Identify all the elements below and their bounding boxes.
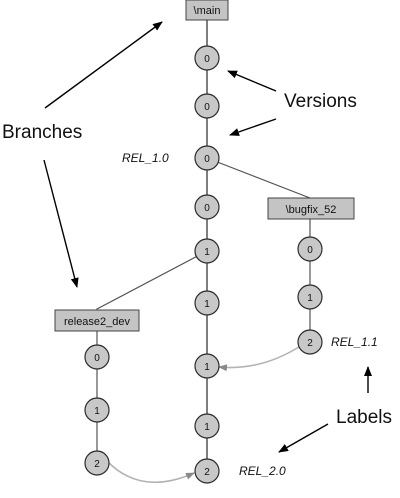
version-number: 1 bbox=[94, 406, 100, 417]
version-number: 0 bbox=[204, 102, 210, 113]
label-rel-1-1: REL_1.1 bbox=[331, 335, 378, 349]
branch-label-main: \main bbox=[194, 5, 221, 17]
branches-arrow-to-release bbox=[43, 159, 79, 288]
release-version-node: 1 bbox=[84, 397, 110, 423]
branch-label-release: release2_dev bbox=[64, 316, 131, 328]
version-number: 0 bbox=[307, 245, 313, 256]
bugfix-version-node: 2 bbox=[297, 329, 323, 355]
version-number: 0 bbox=[94, 353, 100, 364]
bugfix-branch-line bbox=[206, 157, 311, 342]
callout-labels: Labels bbox=[336, 407, 392, 428]
version-number: 2 bbox=[307, 338, 313, 349]
versions-arrow-upper bbox=[227, 70, 277, 92]
merge-arrow-bugfix-to-main bbox=[218, 344, 303, 372]
branch-box-main: \main bbox=[185, 0, 229, 21]
label-rel-1-0: REL_1.0 bbox=[122, 151, 169, 165]
main-version-node: 1 bbox=[194, 290, 220, 316]
version-number: 1 bbox=[204, 247, 210, 258]
version-number: 2 bbox=[204, 467, 210, 478]
version-number: 1 bbox=[204, 299, 210, 310]
main-version-node: 0 bbox=[194, 194, 220, 220]
versions-arrow-lower bbox=[229, 118, 277, 136]
branch-label-bugfix: \bugfix_52 bbox=[286, 204, 337, 216]
main-version-node: 1 bbox=[194, 413, 220, 439]
main-version-node: 0 bbox=[194, 45, 220, 71]
main-version-node: 0 bbox=[194, 93, 220, 119]
main-version-node: 1 bbox=[194, 353, 220, 379]
release-branch-line bbox=[96, 250, 208, 463]
release-version-node: 0 bbox=[84, 344, 110, 370]
label-rel-2-0: REL_2.0 bbox=[239, 464, 286, 478]
version-number: 2 bbox=[94, 459, 100, 470]
main-version-node: 0 bbox=[194, 145, 220, 171]
version-number: 0 bbox=[204, 54, 210, 65]
labels-arrow-to-rel-2-0 bbox=[278, 423, 329, 453]
callout-versions: Versions bbox=[284, 91, 357, 112]
version-number: 1 bbox=[204, 362, 210, 373]
bugfix-version-node: 1 bbox=[297, 284, 323, 310]
merge-arrow-release-to-main bbox=[107, 461, 195, 484]
branch-box-bugfix: \bugfix_52 bbox=[267, 197, 355, 220]
main-version-node: 1 bbox=[194, 238, 220, 264]
bugfix-version-node: 0 bbox=[297, 236, 323, 262]
main-version-node: 2 bbox=[194, 458, 220, 484]
release-version-node: 2 bbox=[84, 450, 110, 476]
version-number: 0 bbox=[204, 154, 210, 165]
branch-box-release: release2_dev bbox=[54, 309, 140, 332]
branches-arrow-to-main bbox=[44, 21, 163, 109]
callout-branches: Branches bbox=[2, 122, 82, 143]
version-number: 1 bbox=[307, 293, 313, 304]
version-number: 0 bbox=[204, 203, 210, 214]
version-number: 1 bbox=[204, 422, 210, 433]
